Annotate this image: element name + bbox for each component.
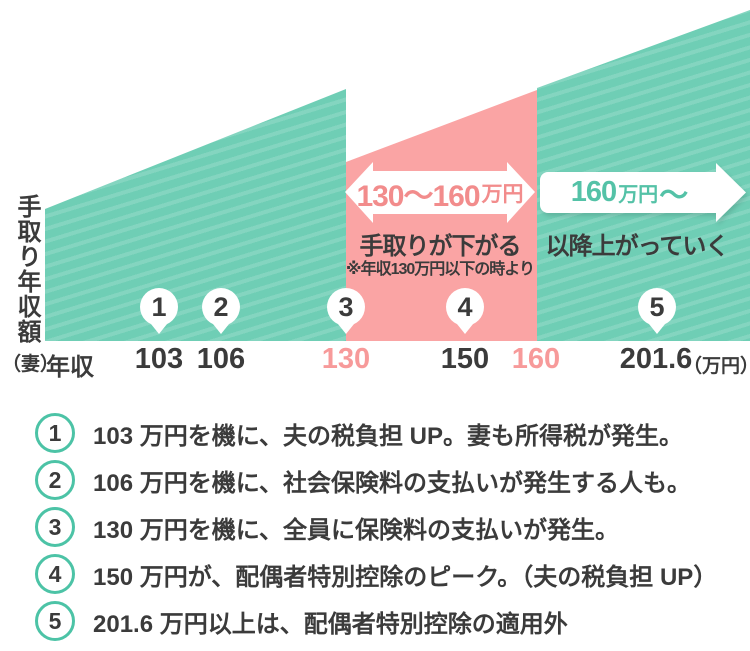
- marker-bubble-5: 5: [638, 288, 676, 334]
- pink-range-unit: 万円: [481, 182, 524, 206]
- pink-zone-note: ※年収130万円以下の時より: [346, 261, 535, 278]
- legend-item-1: 1 103 万円を機に、夫の税負担 UP。妻も所得税が発生。: [35, 413, 683, 453]
- legend-item-3: 3 130 万円を機に、全員に保険料の支払いが発生。: [35, 507, 619, 547]
- marker-bubble-3: 3: [327, 288, 365, 334]
- legend-number-badge: 1: [35, 413, 75, 453]
- bubble-tail-icon: [213, 324, 229, 334]
- bubble-tail-icon: [457, 324, 473, 334]
- teal-range-unit: 万円: [618, 184, 659, 206]
- legend-item-text: 103 万円を機に、夫の税負担 UP。妻も所得税が発生。: [93, 422, 683, 450]
- teal-range-suffix: 〜: [659, 179, 688, 212]
- y-axis-label: 手取り年収額: [13, 194, 40, 344]
- legend-item-5: 5 201.6 万円以上は、配偶者特別控除の適用外: [35, 601, 568, 641]
- bubble-tail-icon: [338, 324, 354, 334]
- x-tick-201-6: 201.6: [619, 343, 693, 375]
- marker-bubble-2: 2: [202, 288, 240, 334]
- legend-number-badge: 2: [35, 460, 75, 500]
- x-axis-unit: （万円）: [683, 356, 750, 377]
- arrow-head-icon: [716, 163, 746, 222]
- x-axis-label: 年収: [46, 354, 94, 381]
- x-tick-160: 160: [511, 343, 561, 375]
- marker-bubble-4: 4: [446, 288, 484, 334]
- pink-zone-title: 手取りが下がる: [359, 233, 522, 260]
- legend-number-badge: 3: [35, 507, 75, 547]
- x-tick-130: 130: [321, 343, 371, 375]
- x-tick-150: 150: [440, 343, 490, 375]
- pink-range-value: 130〜160: [356, 179, 480, 213]
- teal-range-value: 160: [570, 176, 617, 208]
- legend-item-text: 106 万円を機に、社会保険料の支払いが発生する人も。: [93, 469, 691, 497]
- teal-zone-title: 以降上がっていく: [545, 233, 730, 260]
- legend-item-text: 150 万円が、配偶者特別控除のピーク。（夫の税負担 UP）: [93, 563, 718, 591]
- legend-item-text: 130 万円を機に、全員に保険料の支払いが発生。: [93, 516, 619, 544]
- x-tick-106: 106: [196, 343, 246, 375]
- legend-item-4: 4 150 万円が、配偶者特別控除のピーク。（夫の税負担 UP）: [35, 554, 717, 594]
- bubble-tail-icon: [151, 324, 167, 334]
- legend-number-badge: 4: [35, 554, 75, 594]
- bubble-tail-icon: [649, 324, 665, 334]
- legend-item-text: 201.6 万円以上は、配偶者特別控除の適用外: [93, 610, 568, 638]
- arrow-shaft: [540, 172, 718, 213]
- x-tick-103: 103: [134, 343, 184, 375]
- y-axis-sublabel: （妻）: [2, 354, 60, 375]
- marker-bubble-1: 1: [140, 288, 178, 334]
- area-segment-under-130: [45, 89, 346, 341]
- legend-item-2: 2 106 万円を機に、社会保険料の支払いが発生する人も。: [35, 460, 691, 500]
- legend-number-badge: 5: [35, 601, 75, 641]
